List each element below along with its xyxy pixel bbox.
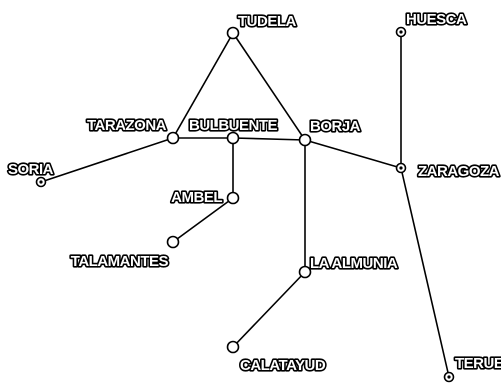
node-zaragoza [395, 162, 407, 174]
label-soria: SORIA [8, 161, 54, 178]
road-zaragoza-teruel [400, 167, 450, 378]
road-borja-zaragoza [304, 139, 402, 169]
road-bulbuente-borja [232, 137, 306, 141]
road-ambel-talamantes [172, 197, 234, 243]
label-zaragoza: ZARAGOZA [418, 163, 500, 180]
zaragoza-marker-center [399, 166, 403, 170]
node-bulbuente [226, 131, 240, 145]
tudela-marker [226, 26, 240, 40]
label-calatayud: CALATAYUD [240, 357, 326, 374]
label-talamantes: TALAMANTES [71, 253, 169, 270]
label-tarazona: TARAZONA [87, 117, 167, 134]
huesca-marker-center [399, 30, 403, 34]
road-tarazona-soria [40, 137, 174, 183]
node-la_almunia [298, 265, 312, 279]
teruel-marker-center [447, 375, 451, 379]
borja-marker [298, 133, 312, 147]
soria-marker-center [39, 180, 43, 184]
label-ambel: AMBEL [171, 189, 222, 206]
label-tudela: TUDELA [238, 13, 296, 30]
node-talamantes [166, 235, 180, 249]
label-huesca: HUESCA [406, 11, 467, 28]
road-tudela-borja [232, 32, 306, 141]
tarazona-marker [166, 131, 180, 145]
bulbuente-marker [226, 131, 240, 145]
node-teruel [443, 371, 455, 383]
road-tudela-tarazona [172, 32, 234, 139]
node-tudela [226, 26, 240, 40]
label-borja: BORJA [310, 118, 361, 135]
calatayud-marker [226, 340, 240, 354]
node-huesca [395, 26, 407, 38]
label-la_almunia: LA ALMUNIA [310, 255, 398, 272]
town-labels: TUDELA TARAZONA BULBUENTE BORJA SORIA AMBEL TA… [6, 9, 501, 375]
la_almunia-marker [298, 265, 312, 279]
label-teruel: TERUEL [455, 355, 501, 372]
label-bulbuente: BULBUENTE [189, 117, 277, 134]
node-borja [298, 133, 312, 147]
node-soria [35, 176, 47, 188]
town-nodes [35, 26, 455, 383]
node-ambel [226, 191, 240, 205]
node-calatayud [226, 340, 240, 354]
road-la_almunia-calatayud [232, 271, 306, 348]
talamantes-marker [166, 235, 180, 249]
node-tarazona [166, 131, 180, 145]
connection-lines [40, 32, 450, 378]
ambel-marker [226, 191, 240, 205]
